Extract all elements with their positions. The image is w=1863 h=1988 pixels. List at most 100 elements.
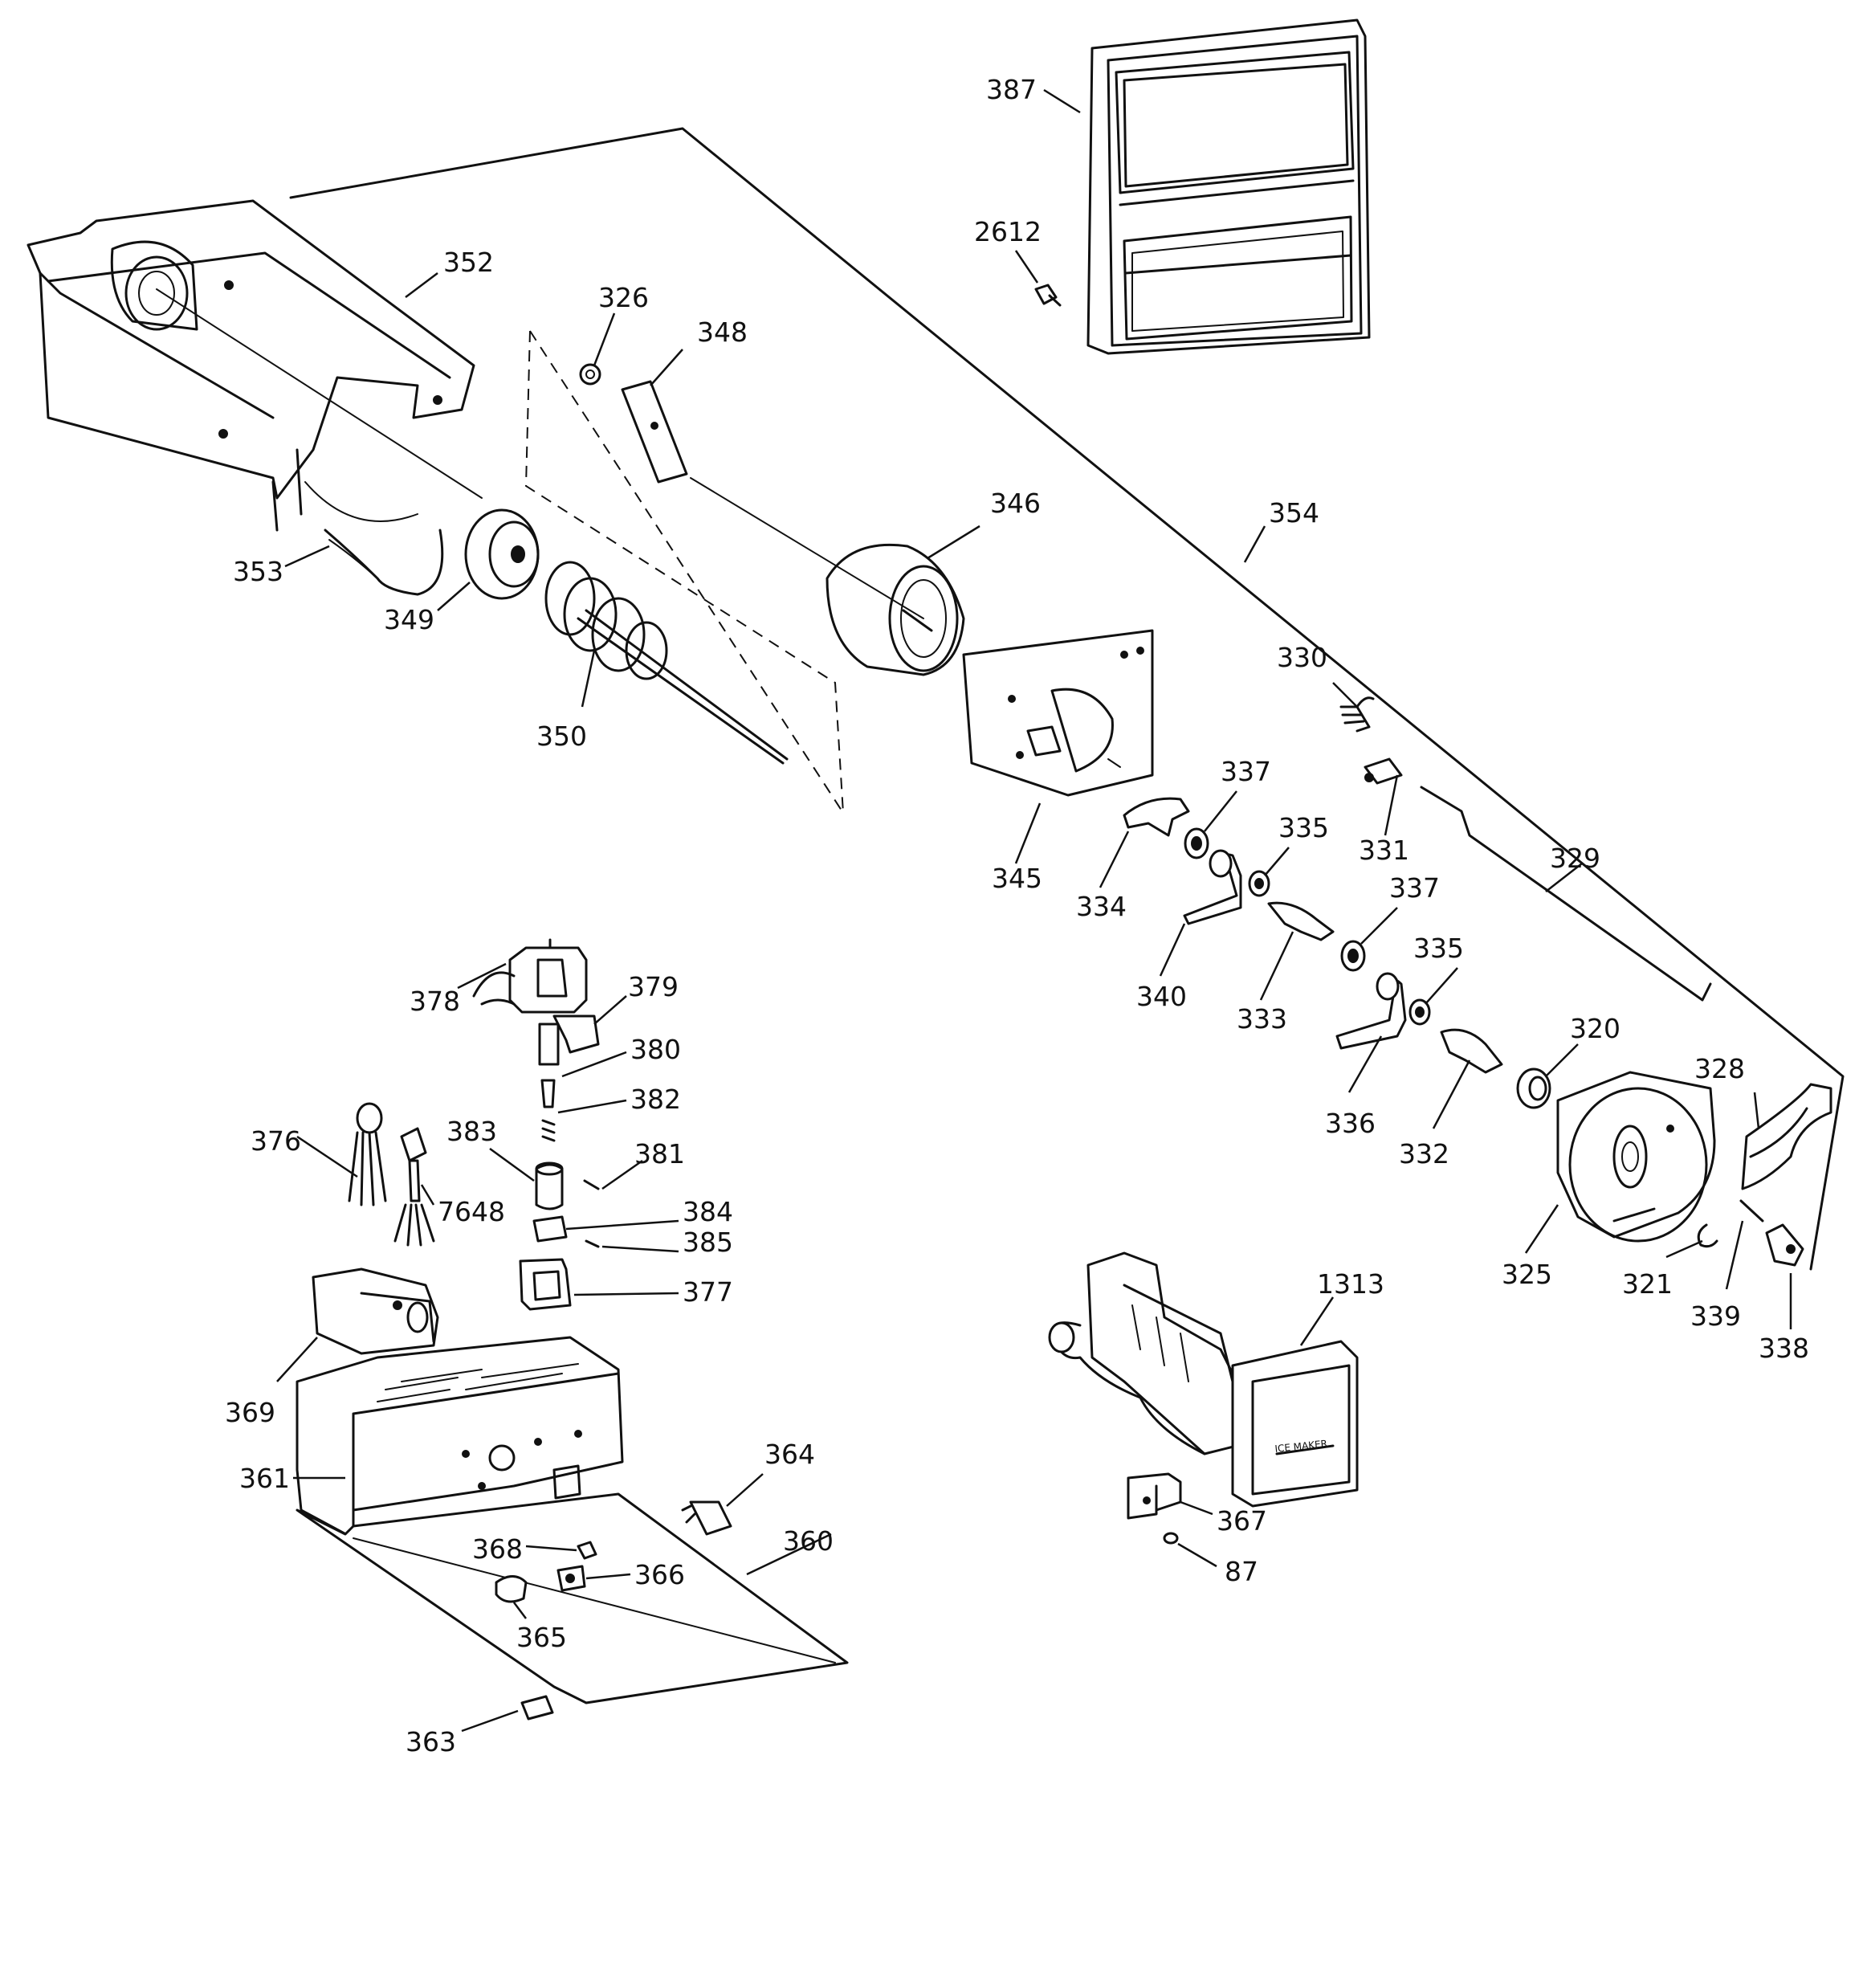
part-384 [532,1215,568,1243]
connector-364 [681,1500,732,1536]
label-369: 369 [225,1397,275,1428]
spring-383 [541,1119,556,1142]
label-337a: 337 [1221,756,1271,787]
gear-336 [1335,972,1407,1050]
label-332: 332 [1399,1138,1449,1170]
label-382: 382 [630,1084,681,1115]
label-340: 340 [1136,981,1187,1012]
label-378: 378 [410,986,460,1017]
label-335a: 335 [1278,812,1329,843]
washer-335a [1248,870,1270,897]
motor-369 [312,1268,439,1355]
label-381: 381 [634,1138,685,1170]
part-379 [552,1014,600,1054]
plug-7648 [393,1127,435,1247]
label-345: 345 [992,863,1042,894]
motor-housing-325 [1556,1071,1716,1243]
part-363 [520,1695,554,1721]
label-330: 330 [1277,642,1327,673]
spring-337b [1340,940,1366,972]
door-frame-387 [1086,18,1371,355]
label-361: 361 [239,1463,290,1494]
pin-382 [540,1079,556,1108]
label-331: 331 [1359,835,1409,866]
coil-body [535,1161,564,1210]
leader-lines [276,88,1792,1733]
label-380: 380 [630,1034,681,1065]
label-336: 336 [1325,1108,1376,1139]
label-1313: 1313 [1317,1268,1384,1300]
frame-361 [296,1336,624,1540]
part-338 [1765,1223,1804,1267]
drum-346 [690,477,965,676]
icemaker-badge-text: ICE MAKER [1274,1438,1328,1455]
wire-arm-353 [324,529,444,596]
label-387: 387 [986,74,1037,105]
bearing-349 [464,508,540,600]
cam-332 [1440,1028,1503,1074]
bracket-367 [1127,1472,1182,1520]
label-325: 325 [1502,1259,1552,1290]
label-385: 385 [683,1227,733,1258]
plug-376 [348,1102,387,1206]
label-87: 87 [1225,1556,1258,1587]
label-329: 329 [1550,843,1600,874]
washer-335b [1408,998,1431,1026]
label-353: 353 [233,556,283,587]
label-348: 348 [697,316,748,348]
solenoid-378 [472,938,588,1014]
label-363: 363 [406,1726,456,1757]
label-326: 326 [598,282,649,313]
label-321: 321 [1622,1268,1673,1300]
label-7648: 7648 [438,1196,505,1227]
label-320: 320 [1570,1013,1620,1044]
gear-340 [1183,849,1242,925]
label-335b: 335 [1413,933,1464,964]
part-331 [1364,757,1403,785]
cam-333 [1267,901,1335,941]
plunger-380 [538,1023,560,1066]
ice-bucket-352 [26,199,483,532]
cam-334 [1123,797,1190,837]
washer-326 [579,363,601,386]
label-349: 349 [384,604,434,635]
pin-339 [1739,1199,1764,1223]
label-377: 377 [683,1276,733,1308]
label-333: 333 [1237,1003,1287,1035]
screw-2612 [1034,284,1062,307]
label-384: 384 [683,1196,733,1227]
connector-line-354 [289,127,1845,1271]
shield-328 [1741,1083,1832,1190]
label-376: 376 [251,1125,301,1157]
blade-348 [621,380,688,484]
spring-330 [1339,696,1375,733]
ice-maker-1313 [1048,1251,1359,1508]
screw-368 [577,1541,597,1560]
pin-381 [583,1179,600,1190]
auger-350 [544,561,789,765]
bushing-320 [1516,1067,1551,1109]
label-366: 366 [634,1559,685,1590]
bracket-377 [519,1258,572,1311]
spring-337a [1184,827,1209,859]
label-352: 352 [443,247,494,278]
part-365 [495,1575,528,1603]
label-350: 350 [536,720,587,752]
plate-360 [296,1492,849,1704]
label-367: 367 [1217,1505,1267,1537]
label-365: 365 [516,1622,567,1653]
screw-87 [1163,1532,1179,1545]
rod-329 [1420,786,1712,1002]
part-385 [585,1239,600,1248]
label-328: 328 [1694,1053,1745,1084]
label-364: 364 [764,1439,815,1470]
label-2612: 2612 [974,216,1042,247]
part-labels: 352 326 348 387 2612 353 349 346 354 350… [225,74,1809,1757]
label-354: 354 [1269,497,1319,529]
label-346: 346 [990,488,1041,519]
label-360: 360 [783,1525,834,1557]
label-383: 383 [446,1116,497,1147]
clip-366 [556,1565,586,1592]
label-379: 379 [628,971,679,1002]
